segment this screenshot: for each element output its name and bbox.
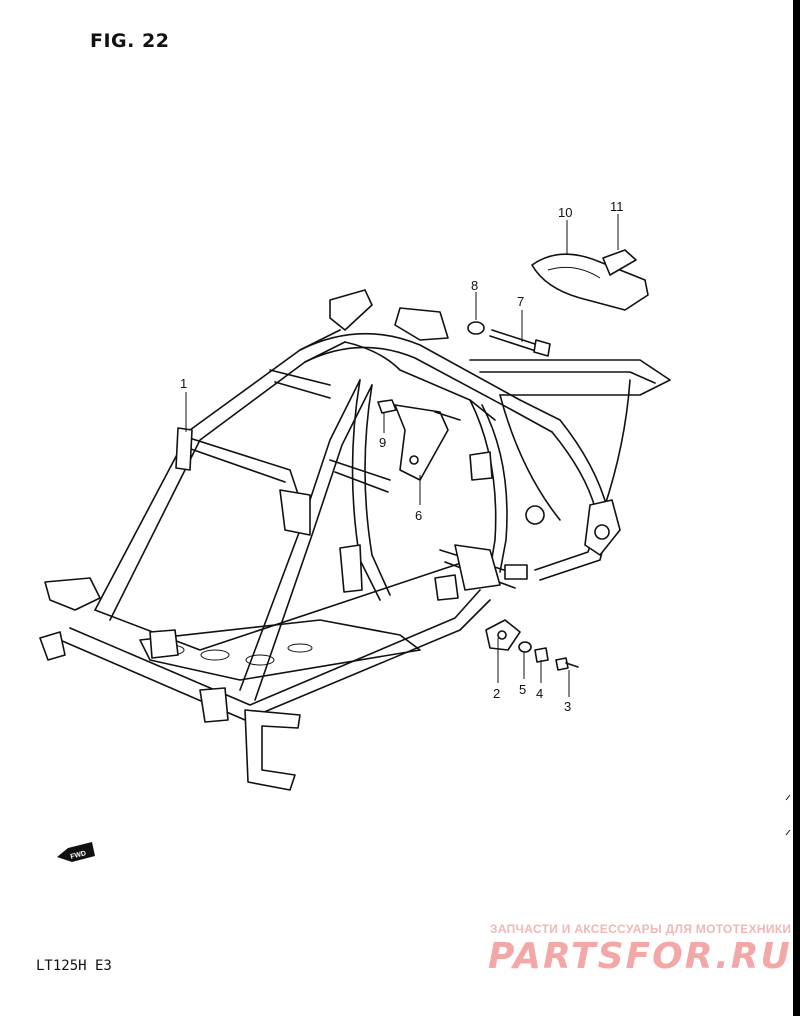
callout-10: 10 (558, 205, 572, 220)
callout-9: 9 (379, 435, 386, 450)
callout-8: 8 (471, 278, 478, 293)
callout-5: 5 (519, 682, 526, 697)
frame-body (39, 289, 671, 791)
watermark-tagline: ЗАПЧАСТИ И АКСЕССУАРЫ ДЛЯ МОТОТЕХНИКИ (490, 922, 792, 936)
callout-3: 3 (564, 699, 571, 714)
part-6-bracket (394, 404, 461, 481)
watermark-logo: PARTSFOR.RU (488, 936, 792, 977)
callout-11: 11 (610, 199, 624, 214)
part-9-nut (377, 399, 397, 414)
callout-6: 6 (415, 508, 422, 523)
figure-title: FIG. 22 (90, 30, 170, 52)
callout-2: 2 (493, 686, 500, 701)
scan-edge-border (793, 0, 800, 1016)
fwd-label: FWD (70, 850, 87, 861)
callout-7: 7 (517, 294, 524, 309)
part-4-nut (534, 647, 549, 663)
part-7-bolt (489, 329, 551, 357)
model-label: LT125H E3 (36, 958, 112, 974)
callout-labels: 1 2 3 4 5 6 7 8 9 10 11 (180, 199, 624, 714)
callout-4: 4 (536, 686, 543, 701)
fwd-arrow-icon: FWD (57, 842, 95, 862)
part-2-plate (485, 619, 521, 651)
part-10-cover (531, 253, 649, 311)
part-3-bolt (555, 657, 579, 671)
part-5-washer (518, 641, 532, 653)
callout-1: 1 (180, 376, 187, 391)
leader-lines (185, 214, 619, 697)
part-11-band (602, 249, 637, 276)
part-8-nut (467, 321, 485, 335)
